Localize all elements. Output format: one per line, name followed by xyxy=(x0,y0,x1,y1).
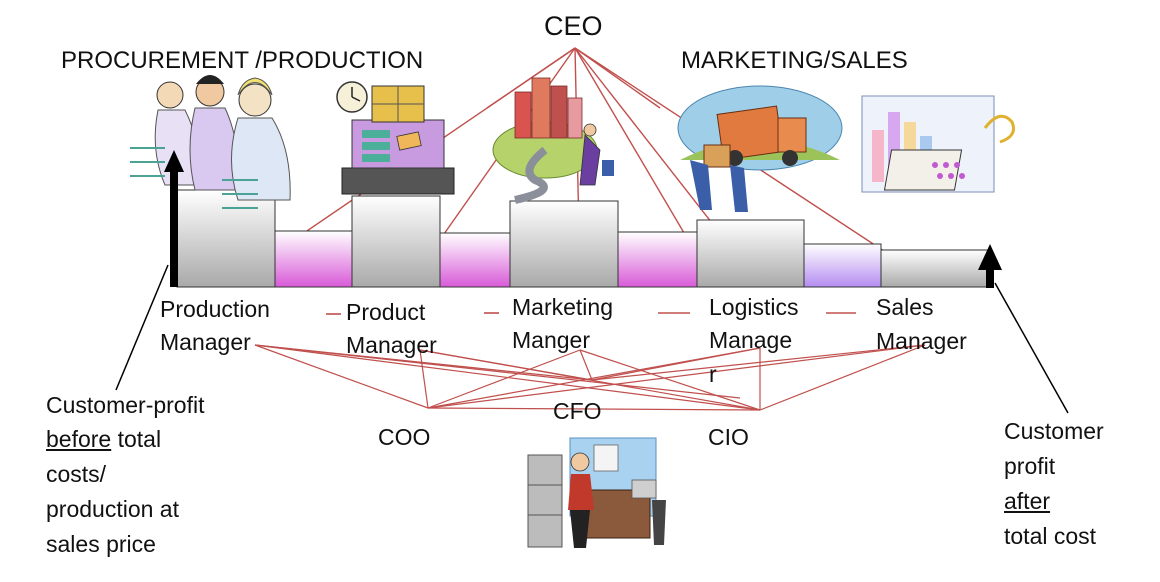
marketing-manager-line2: Manger xyxy=(512,327,590,353)
left-note-line5: sales price xyxy=(46,531,156,557)
ceo-label: CEO xyxy=(544,11,603,41)
bar-link-4 xyxy=(803,243,882,288)
logistics-manager-line2: Manage xyxy=(709,327,793,353)
sales-manager-line2: Manager xyxy=(876,328,967,354)
bar-production xyxy=(176,189,276,288)
right-note-line4: total cost xyxy=(1004,523,1097,549)
cfo-clipart xyxy=(527,437,666,548)
profit-step-bars xyxy=(176,189,992,288)
right-note-after: after xyxy=(1004,488,1051,514)
bar-link-1 xyxy=(274,230,353,288)
right-note-line1: Customer xyxy=(1004,418,1104,444)
cio-label: CIO xyxy=(708,424,749,450)
left-note-total: total xyxy=(111,426,162,452)
scale-clipart xyxy=(336,81,455,195)
logistics-manager-line1: Logistics xyxy=(709,294,799,320)
right-note-line2: profit xyxy=(1004,453,1056,479)
left-note-line1: Customer-profit xyxy=(46,392,205,418)
city-clipart xyxy=(492,77,614,204)
coo-label: COO xyxy=(378,424,431,450)
procurement-production-heading: PROCUREMENT /PRODUCTION xyxy=(61,47,424,74)
profit-arrows xyxy=(164,150,1002,288)
sales-clipart xyxy=(861,95,1015,193)
annotation-pointers xyxy=(115,264,1069,414)
production-manager-line2: Manager xyxy=(160,329,251,355)
product-manager-line2: Manager xyxy=(346,332,437,358)
left-note-line3: costs/ xyxy=(46,461,107,487)
bar-logistics xyxy=(696,219,805,288)
sales-manager-line1: Sales xyxy=(876,294,934,320)
left-note-line4: production at xyxy=(46,496,179,522)
left-note-line2: before total xyxy=(46,425,161,454)
product-manager-line1: Product xyxy=(346,299,426,325)
cfo-label: CFO xyxy=(553,398,602,424)
manager-dashes xyxy=(326,312,856,315)
bar-marketing xyxy=(509,200,619,288)
marketing-sales-heading: MARKETING/SALES xyxy=(681,47,908,74)
officer-connectors xyxy=(254,344,926,411)
marketing-manager-line1: Marketing xyxy=(512,294,613,320)
bar-link-2 xyxy=(439,232,511,288)
production-manager-line1: Production xyxy=(160,296,270,322)
left-note-before: before xyxy=(46,426,112,452)
workers-clipart xyxy=(130,75,291,209)
truck-clipart xyxy=(677,85,843,212)
bar-product xyxy=(351,195,441,288)
bar-link-3 xyxy=(617,231,698,288)
logistics-manager-line3: r xyxy=(709,361,717,387)
bar-sales xyxy=(880,249,992,288)
